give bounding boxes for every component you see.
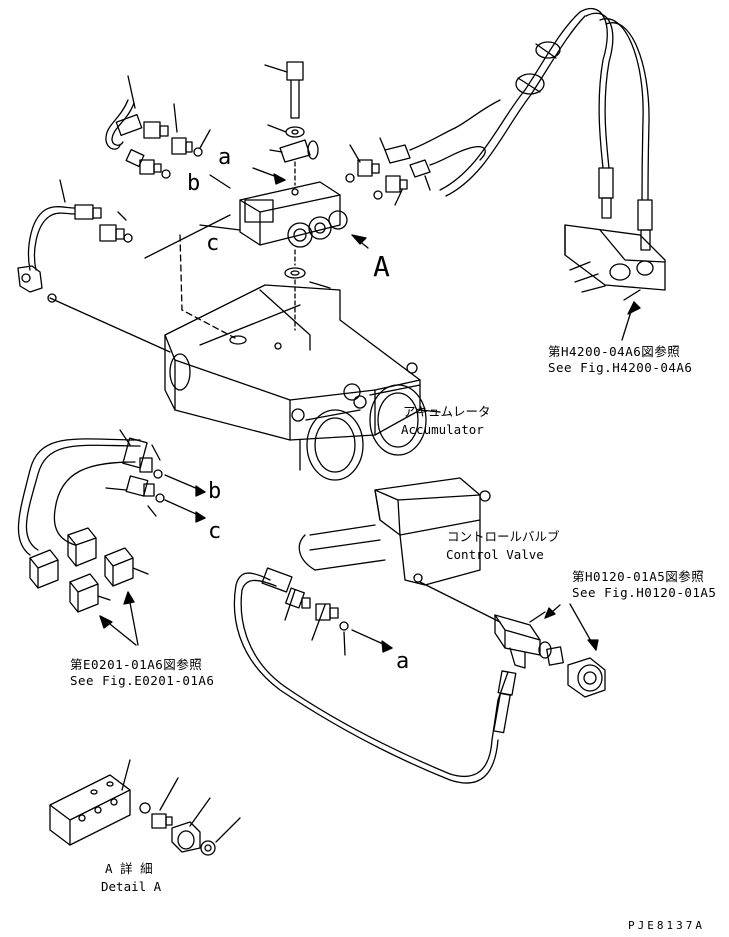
top-hoses: [59, 75, 211, 203]
upper-right-hoses: [439, 7, 666, 341]
solenoid-valve: [239, 61, 369, 331]
reference-h0120-en: See Fig.H0120-01A5: [572, 585, 717, 600]
lower-hose-loop: [233, 567, 517, 784]
reference-h4200-en: See Fig.H4200-04A6: [548, 360, 693, 375]
callout-b-top: b: [187, 171, 201, 196]
control-valve-label-en: Control Valve: [446, 547, 544, 562]
detail-a-label-jp: A 詳 細: [105, 861, 153, 876]
detail-a-label-en: Detail A: [101, 879, 162, 894]
callout-c-mid: c: [208, 519, 222, 544]
right-fittings: [345, 99, 501, 206]
callout-a-bottom: a: [396, 649, 410, 674]
drawing-code: PJE8137A: [628, 919, 705, 932]
reference-h0120-jp: 第H0120-01A5図参照: [572, 569, 705, 584]
electrical-harness: [17, 429, 206, 646]
reference-e0201-jp: 第E0201-01A6図参照: [70, 657, 203, 672]
reference-e0201-en: See Fig.E0201-01A6: [70, 673, 215, 688]
callout-c-top: c: [206, 231, 220, 256]
callout-b-mid: b: [208, 479, 222, 504]
left-hose-assembly: [17, 204, 133, 303]
accumulator-label-jp: アキュムレータ: [403, 404, 491, 419]
callout-leaders: [49, 174, 241, 353]
detail-a-drawing: [49, 759, 241, 856]
tee-fitting-assembly: [494, 603, 606, 698]
reference-h4200-jp: 第H4200-04A6図参照: [548, 344, 681, 359]
callout-a-top: a: [218, 145, 232, 170]
accumulator-label-en: Accumulator: [401, 422, 484, 437]
callout-view-a: A: [373, 250, 390, 283]
accumulators: [305, 384, 441, 481]
control-valve: [298, 477, 501, 623]
control-valve-label-jp: コントロールバルブ: [447, 529, 560, 544]
